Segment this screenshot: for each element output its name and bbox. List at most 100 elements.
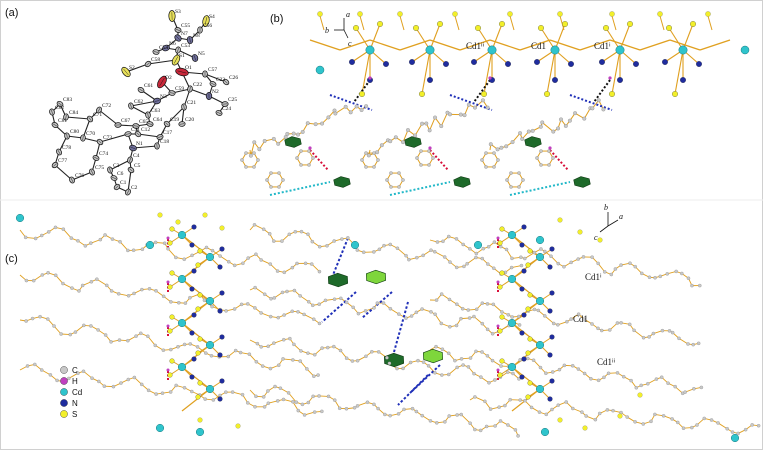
sulfur-atom (481, 91, 487, 97)
carbon-atom (628, 261, 632, 265)
atom-C67-label: C67 (121, 118, 130, 124)
carbon-atom (435, 240, 440, 244)
carbon-atom (535, 156, 539, 160)
carbon-atom (665, 272, 669, 276)
cadmium-atom (615, 45, 625, 55)
carbon-atom (282, 338, 286, 342)
atom-C20-axis (179, 123, 185, 125)
carbon-atom (126, 294, 131, 298)
carbon-atom (294, 400, 299, 404)
carbon-atom (454, 323, 459, 328)
carbon-atom (506, 313, 511, 317)
sulfur-atom (657, 11, 663, 17)
ligand-bond (55, 274, 64, 284)
carbon-atom (573, 111, 578, 116)
carbon-atom (53, 273, 58, 278)
atom-C74-label: C74 (99, 151, 108, 157)
carbon-atom (266, 401, 271, 405)
nitrogen-atom (519, 242, 525, 248)
carbon-atom (424, 121, 429, 126)
ligand-bond (678, 337, 689, 345)
cadmium-atom (507, 318, 517, 328)
panel-c-axis-c: c (594, 233, 598, 242)
carbon-atom (332, 239, 336, 243)
ligand-bond (357, 401, 368, 407)
carbon-atom (316, 373, 320, 377)
carbon-atom (396, 412, 401, 416)
carbon-atom (299, 163, 303, 167)
carbon-atom (608, 328, 612, 332)
carbon-atom (485, 105, 490, 110)
carbon-atom (627, 322, 632, 327)
carbon-atom (404, 316, 408, 320)
carbon-atom (461, 242, 465, 247)
carbon-atom (503, 403, 507, 408)
atom-C24-axis (216, 111, 222, 115)
cadmium-atom (740, 45, 750, 55)
carbon-atom (111, 384, 116, 389)
ligand-bond (597, 263, 606, 273)
carbon-atom (177, 301, 181, 305)
cadmium-atom (540, 427, 550, 437)
sulfur-atom (197, 336, 203, 342)
carbon-atom (462, 264, 466, 269)
carbon-atom (455, 302, 459, 306)
panel-c-cd-label-mid: Cd1 (573, 314, 588, 324)
atom-C1-axis (115, 185, 119, 189)
atom-C70-label: C70 (86, 131, 95, 137)
carbon-atom (459, 357, 464, 361)
carbon-atom (300, 402, 305, 407)
carbon-atom (556, 261, 560, 266)
sulfur-atom (169, 314, 175, 320)
atom-C64-label: C64 (153, 117, 162, 123)
cd-link (181, 234, 211, 258)
carbon-atom (547, 149, 551, 153)
carbon-atom (364, 165, 368, 169)
carbon-atom (536, 308, 541, 313)
panel-a-atoms (49, 10, 230, 196)
carbon-atom (174, 383, 178, 388)
hydrogen-atom (308, 146, 312, 150)
carbon-atom (317, 302, 321, 306)
carbon-atom (89, 241, 93, 245)
nitrogen-atom (521, 356, 527, 362)
carbon-atom (355, 404, 360, 408)
carbon-atom (278, 386, 283, 390)
ligand-bond (434, 314, 442, 324)
cadmium-atom (535, 252, 545, 262)
carbon-atom (603, 270, 607, 274)
sulfur-atom (169, 358, 175, 364)
carbon-atom (375, 150, 380, 155)
sulfur-atom (317, 11, 323, 17)
atom-C81-label: C81 (58, 118, 67, 124)
sulfur-atom (202, 212, 208, 218)
carbon-atom (544, 412, 548, 417)
sulfur-atom (507, 11, 513, 17)
sulfur-atom (195, 262, 201, 268)
sulfur-atom (577, 229, 583, 235)
carbon-atom (306, 232, 310, 236)
carbon-atom (442, 255, 447, 259)
carbon-atom (288, 336, 292, 341)
carbon-atom (174, 255, 178, 260)
sulfur-atom (544, 91, 550, 97)
carbon-atom (224, 390, 228, 394)
atom-C54-label: C54 (159, 45, 168, 51)
carbon-atom (282, 313, 286, 317)
ligand-bond (68, 372, 79, 379)
carbon-atom (429, 248, 433, 252)
carbon-atom (385, 178, 389, 182)
carbon-atom (415, 156, 419, 160)
cd-link (181, 322, 211, 346)
carbon-atom (480, 350, 484, 354)
atom-C62-axis (130, 103, 132, 109)
cadmium-atom (205, 340, 215, 350)
sulfur-atom (219, 225, 225, 231)
carbon-atom (493, 424, 497, 428)
carbon-atom (268, 366, 273, 371)
carbon-atom (485, 327, 490, 332)
panel-c-cd-label-bottom: Cd1ⁱⁱ (597, 357, 616, 367)
